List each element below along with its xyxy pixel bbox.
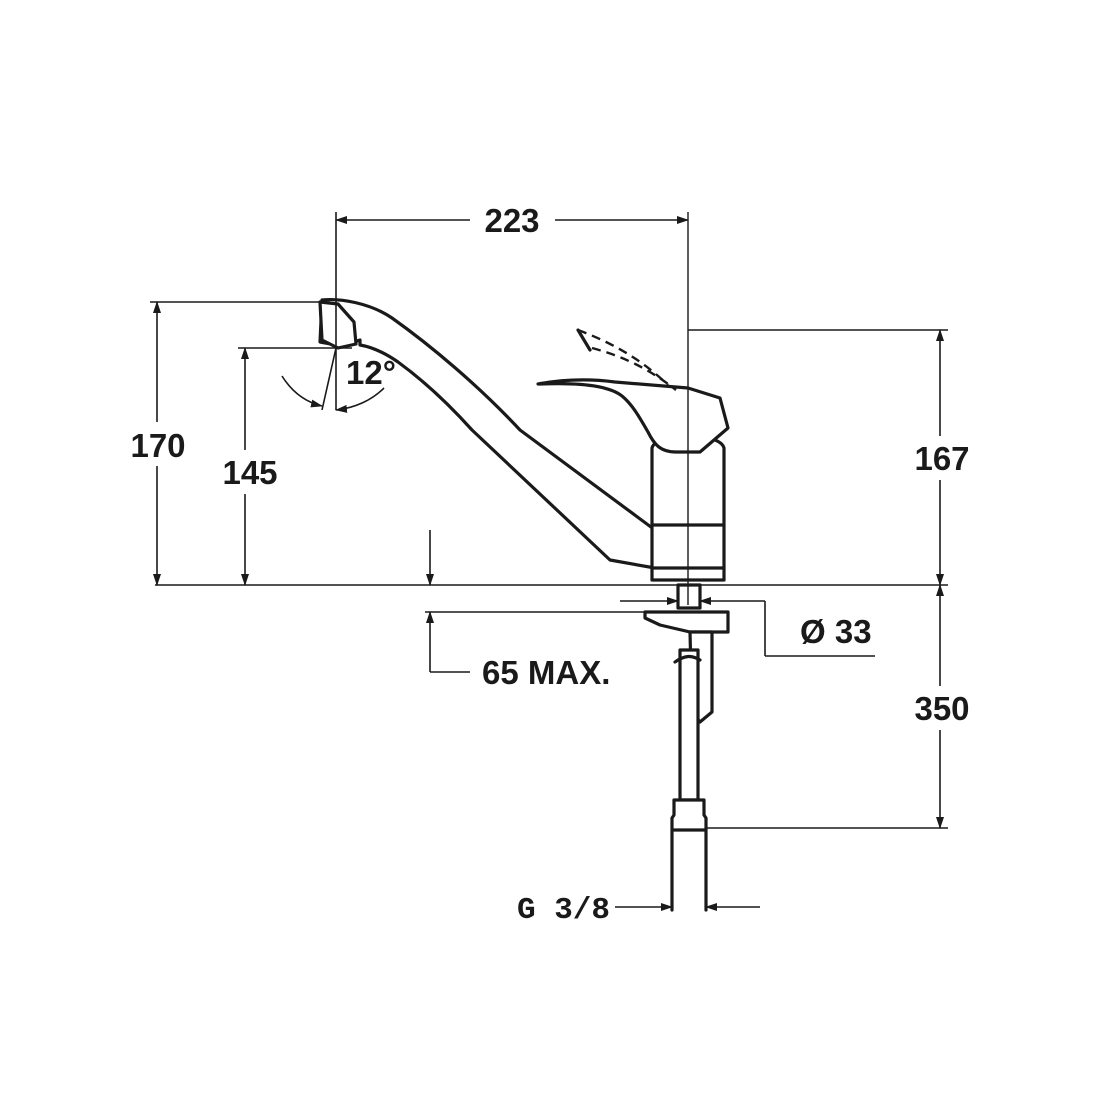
faucet-aerator (318, 300, 358, 350)
dimension-total-height-label: 170 (130, 427, 185, 464)
dimension-reach: 223 (335, 202, 689, 410)
dimension-swivel-angle-label: 12° (346, 354, 396, 391)
dimension-lever-height-label: 167 (914, 440, 969, 477)
dimension-spout-height-label: 145 (222, 454, 277, 491)
lever-open-position (577, 328, 669, 386)
hose-nut (670, 798, 708, 832)
dimension-spout-height: 145 (212, 347, 352, 586)
dimension-base-diameter: Ø 33 (620, 597, 875, 657)
dimension-mounting-thickness: 65 MAX. (425, 530, 645, 691)
dimension-swivel-angle: 12° (281, 347, 396, 413)
dimension-hose-length: 350 (706, 584, 980, 829)
mounting-hardware (676, 583, 702, 610)
dimension-lever-height: 167 (688, 329, 980, 586)
supply-hose (678, 648, 700, 802)
dimension-connection-thread-label: G 3/8 (517, 893, 610, 928)
dimension-reach-label: 223 (484, 202, 539, 239)
dimension-mounting-thickness-label: 65 MAX. (482, 654, 610, 691)
dimension-hose-length-label: 350 (914, 690, 969, 727)
dimension-connection-thread: G 3/8 (517, 893, 760, 928)
faucet-spout (318, 297, 657, 570)
dimension-total-height: 170 (120, 301, 330, 586)
dimension-base-diameter-label: Ø 33 (800, 613, 872, 650)
faucet-lever (536, 378, 730, 454)
